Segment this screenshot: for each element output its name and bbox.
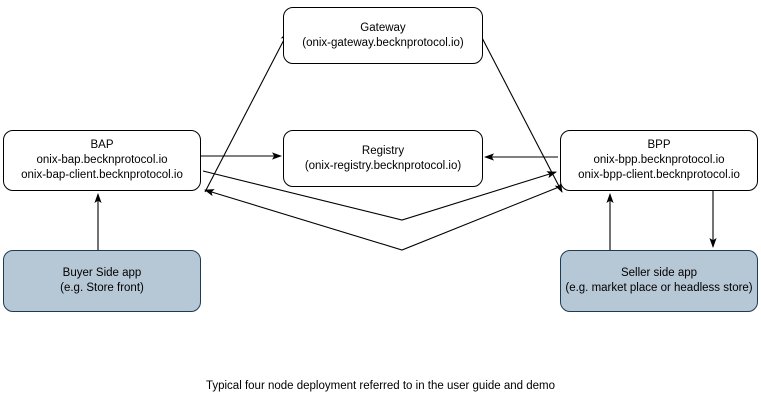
node-bap-title: BAP — [90, 139, 114, 152]
node-bpp-host: onix-bpp.becknprotocol.io — [593, 154, 725, 167]
edge-gateway-to-bpp — [478, 31, 563, 193]
node-buyer-side-app-subtitle: (e.g. Store front) — [60, 282, 144, 294]
node-seller-side-app[interactable]: Seller side app (e.g. market place or he… — [560, 250, 758, 312]
node-registry-title: Registry — [361, 144, 405, 157]
node-bap[interactable]: BAP onix-bap.becknprotocol.io onix-bap-c… — [3, 130, 201, 191]
diagram-caption: Typical four node deployment referred to… — [205, 380, 556, 392]
node-bpp-client: onix-bpp-client.becknprotocol.io — [578, 168, 740, 181]
node-bpp[interactable]: BPP onix-bpp.becknprotocol.io onix-bpp-c… — [560, 130, 758, 191]
node-gateway-title: Gateway — [360, 21, 406, 34]
node-registry-subtitle: (onix-registry.becknprotocol.io) — [304, 159, 462, 172]
edge-bpp-to-bap — [204, 186, 560, 251]
node-seller-side-app-title: Seller side app — [620, 267, 698, 280]
node-gateway[interactable]: Gateway (onix-gateway.becknprotocol.io) — [283, 7, 483, 64]
node-registry[interactable]: Registry (onix-registry.becknprotocol.io… — [283, 130, 483, 187]
node-seller-side-app-subtitle: (e.g. market place or headless store) — [565, 282, 753, 294]
node-buyer-side-app[interactable]: Buyer Side app (e.g. Store front) — [3, 250, 201, 312]
node-bap-host: onix-bap.becknprotocol.io — [36, 154, 168, 167]
node-gateway-subtitle: (onix-gateway.becknprotocol.io) — [302, 36, 464, 49]
edge-bap-to-gateway — [204, 31, 289, 193]
node-buyer-side-app-title: Buyer Side app — [62, 267, 142, 280]
node-bpp-title: BPP — [647, 139, 671, 152]
node-bap-client: onix-bap-client.becknprotocol.io — [21, 168, 183, 181]
